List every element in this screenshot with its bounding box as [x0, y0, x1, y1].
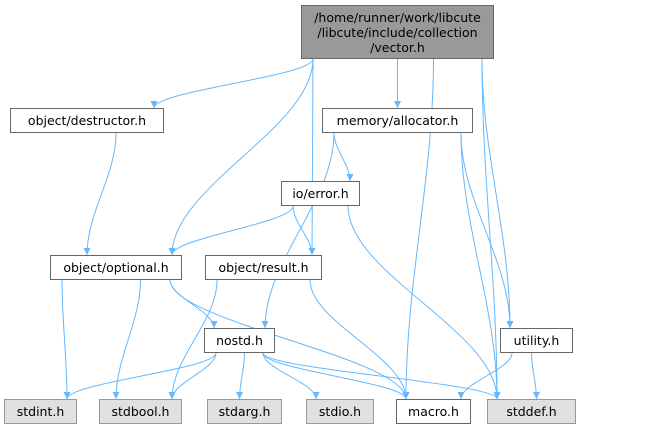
- edge-nostd-h-to-stdint-h: [63, 352, 217, 400]
- edge-optional-h-to-stdint-h: [61, 279, 71, 400]
- edge-error-h-to-result-h: [292, 205, 316, 256]
- edge-vector-h-to-utility-h: [481, 58, 514, 329]
- node-stdbool-h[interactable]: stdbool.h: [99, 399, 182, 424]
- edge-vector-h-to-macro-h: [402, 58, 434, 400]
- edge-nostd-h-to-macro-h: [262, 352, 410, 400]
- node-vector-h[interactable]: /home/runner/work/libcute /libcute/inclu…: [301, 5, 494, 59]
- edge-nostd-h-to-stdio-h: [262, 352, 320, 400]
- edge-allocator-h-to-nostd-h: [261, 132, 335, 329]
- edge-vector-h-to-stddef-h: [481, 58, 501, 400]
- edge-nostd-h-to-stddef-h: [262, 352, 501, 400]
- edge-utility-h-to-stddef-h: [531, 352, 540, 400]
- node-stdarg-h[interactable]: stdarg.h: [207, 399, 282, 424]
- edge-allocator-h-to-stddef-h: [460, 132, 501, 400]
- edge-optional-h-to-nostd-h: [169, 279, 218, 329]
- node-error-h[interactable]: io/error.h: [281, 181, 360, 206]
- node-nostd-h[interactable]: nostd.h: [204, 328, 275, 353]
- node-destructor-h[interactable]: object/destructor.h: [10, 108, 164, 133]
- edge-result-h-to-stdbool-h: [168, 279, 218, 400]
- edge-nostd-h-to-stdarg-h: [236, 352, 245, 400]
- edge-nostd-h-to-stdbool-h: [168, 352, 217, 400]
- node-result-h[interactable]: object/result.h: [205, 255, 322, 280]
- node-macro-h[interactable]: macro.h: [396, 399, 471, 424]
- edge-error-h-to-optional-h: [168, 205, 294, 256]
- edge-optional-h-to-macro-h: [169, 279, 410, 400]
- node-stdio-h[interactable]: stdio.h: [306, 399, 374, 424]
- edge-vector-h-to-result-h: [308, 58, 316, 256]
- node-allocator-h[interactable]: memory/allocator.h: [322, 108, 473, 133]
- edge-utility-h-to-macro-h: [457, 352, 513, 400]
- edge-optional-h-to-stdbool-h: [112, 279, 141, 400]
- edge-destructor-h-to-optional-h: [83, 132, 117, 256]
- edge-result-h-to-macro-h: [309, 279, 410, 400]
- node-stdint-h[interactable]: stdint.h: [4, 399, 77, 424]
- edge-vector-h-to-optional-h: [168, 58, 314, 256]
- edge-error-h-to-stddef-h: [347, 205, 501, 400]
- node-utility-h[interactable]: utility.h: [500, 328, 573, 353]
- edge-allocator-h-to-utility-h: [460, 132, 514, 329]
- node-optional-h[interactable]: object/optional.h: [50, 255, 182, 280]
- node-stddef-h[interactable]: stddef.h: [487, 399, 576, 424]
- edge-vector-h-to-destructor-h: [150, 58, 314, 109]
- edge-allocator-h-to-error-h: [333, 132, 354, 182]
